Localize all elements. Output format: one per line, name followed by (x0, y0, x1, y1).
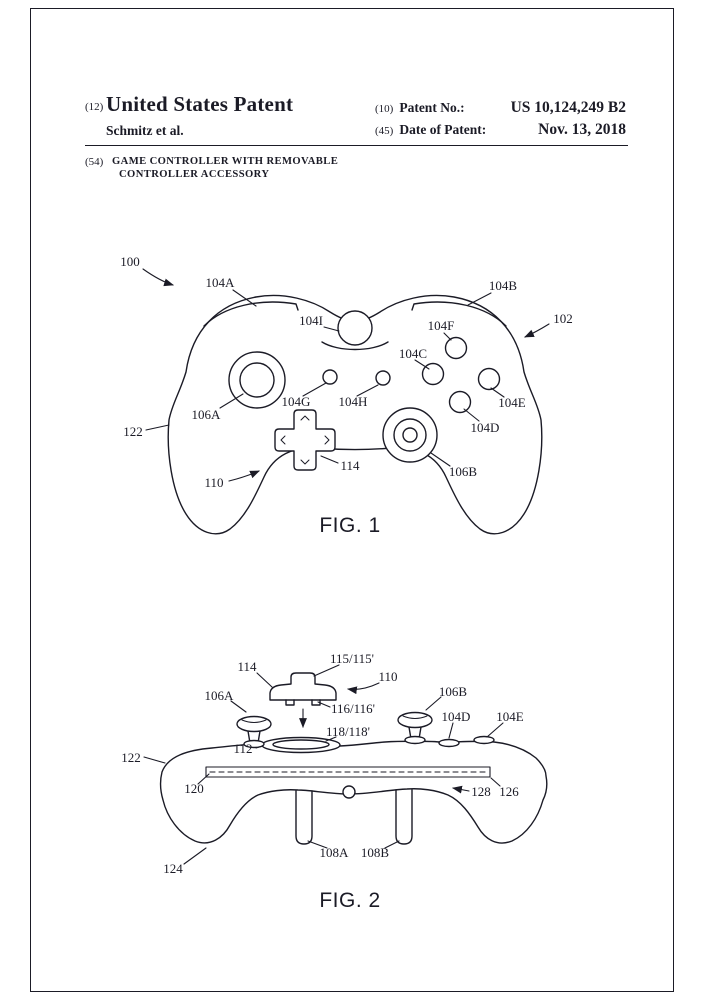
fig1-face-button-right (477, 367, 501, 391)
fig2-center-port (342, 785, 356, 799)
ref-label-106b: 106B (448, 464, 478, 479)
ref-label-104d: 104D (470, 420, 500, 435)
fig2-button-bump-right (473, 735, 495, 745)
ref-label-fig2-128: 128 (471, 784, 491, 799)
fig2-right-thumbstick (397, 711, 433, 745)
fig2-leader-lines (143, 664, 504, 865)
invention-title: GAME CONTROLLER WITH REMOVABLE CONTROLLE… (112, 155, 338, 181)
fig1-right-stick-outer (382, 407, 438, 463)
ref-label-fig2-118: 118/118' (326, 724, 370, 739)
fig1-left-bumper-seam (203, 301, 299, 327)
patent-number-value: US 10,124,249 B2 (510, 99, 626, 116)
patent-number-row: (10) Patent No.: US 10,124,249 B2 (375, 99, 626, 117)
ref-label-fig2-115: 115/115' (330, 651, 374, 666)
page-border-frame (30, 8, 674, 992)
ref-label-104f: 104F (427, 318, 455, 333)
fig1-view-button (322, 369, 338, 385)
ref-label-114: 114 (340, 458, 360, 473)
fig2-dpad-socket-inner (272, 739, 330, 750)
fig1-left-stick-inner (239, 362, 275, 398)
ref-label-fig2-106a: 106A (204, 688, 234, 703)
fig1-caption: FIG. 1 (319, 514, 381, 537)
fig1-right-stick-mid (393, 418, 427, 452)
ref-label-104a: 104A (205, 275, 235, 290)
ref-label-fig2-108a: 108A (319, 845, 349, 860)
fig1-drawing (167, 294, 543, 535)
ref-label-fig2-104d: 104D (441, 709, 471, 724)
invention-title-line1: GAME CONTROLLER WITH REMOVABLE (112, 156, 339, 167)
fig2-rail (205, 766, 491, 778)
ref-label-104h: 104H (338, 394, 368, 409)
header-divider (85, 145, 628, 146)
fig2-peg-right (395, 789, 413, 845)
ref-label-fig2-106b: 106B (438, 684, 468, 699)
ref-label-fig2-112: 112 (233, 741, 253, 756)
fig1-left-stick-outer (228, 351, 286, 409)
ref-label-fig2-114: 114 (237, 659, 257, 674)
patent-date-label: Date of Patent: (399, 122, 487, 137)
fig2-left-thumbstick (236, 715, 272, 749)
title-code: (54) (85, 156, 104, 168)
ref-label-fig2-110: 110 (378, 669, 398, 684)
ref-label-104b: 104B (488, 278, 518, 293)
patent-date-row: (45) Date of Patent: Nov. 13, 2018 (375, 121, 626, 139)
fig1-right-bumper-seam (411, 301, 507, 327)
ref-label-fig2-120: 120 (184, 781, 204, 796)
ref-label-106a: 106A (191, 407, 221, 422)
fig1-menu-button (375, 370, 391, 386)
ref-label-104i: 104I (299, 313, 323, 328)
fig2-button-bump-left (438, 738, 460, 748)
ref-label-122: 122 (123, 424, 143, 439)
fig1-faceplate-seam (321, 341, 389, 351)
fig1-dpad (274, 409, 336, 471)
ref-label-fig2-116: 116/116' (331, 701, 375, 716)
ref-label-102: 102 (553, 311, 573, 326)
ref-label-fig2-108b: 108B (360, 845, 390, 860)
ref-label-fig2-126: 126 (499, 784, 519, 799)
fig2-drawing (159, 672, 548, 845)
ref-label-104g: 104G (281, 394, 311, 409)
ref-label-110: 110 (204, 475, 224, 490)
fig1-dpad-chevrons (280, 415, 330, 465)
ref-label-100: 100 (120, 254, 140, 269)
ref-label-104c: 104C (398, 346, 428, 361)
ref-label-fig2-104e: 104E (496, 709, 524, 724)
patent-office-title: United States Patent (106, 92, 294, 116)
patent-date-code: (45) (375, 125, 394, 137)
fig2-caption: FIG. 2 (319, 889, 381, 912)
inventor-name: Schmitz et al. (106, 123, 184, 138)
kind-code: (12) (85, 101, 104, 113)
ref-label-fig2-124: 124 (163, 861, 183, 876)
fig2-peg-left (295, 790, 313, 845)
fig1-leader-lines (142, 268, 550, 482)
invention-title-line2: CONTROLLER ACCESSORY (119, 169, 270, 180)
fig1-face-button-top (444, 336, 468, 360)
patent-date-value: Nov. 13, 2018 (538, 121, 626, 138)
fig1-face-button-bottom (448, 390, 472, 414)
fig1-home-button (337, 310, 373, 346)
fig1-right-stick-center (402, 427, 418, 443)
ref-label-104e: 104E (498, 395, 526, 410)
ref-label-fig2-122: 122 (121, 750, 141, 765)
fig2-removable-dpad-accessory (269, 672, 337, 706)
patent-number-code: (10) (375, 103, 394, 115)
patent-number-label: Patent No.: (399, 100, 465, 115)
